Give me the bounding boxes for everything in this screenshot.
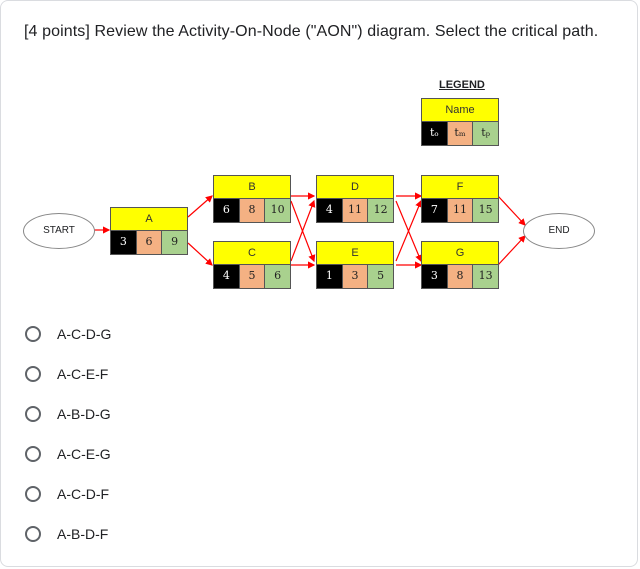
legend-box: Name tₒ tₘ tₚ: [421, 98, 499, 146]
radio-icon[interactable]: [25, 526, 41, 542]
option-label: A-C-E-F: [57, 366, 109, 382]
option-4[interactable]: A-C-E-G: [25, 434, 111, 474]
radio-icon[interactable]: [25, 406, 41, 422]
arrow-e-f: [395, 199, 423, 262]
legend-to: tₒ: [422, 122, 447, 145]
option-6[interactable]: A-B-D-F: [25, 514, 111, 554]
question-title: [4 points] Review the Activity-On-Node (…: [24, 23, 599, 40]
arrow-f-end: [497, 195, 526, 226]
option-3[interactable]: A-B-D-G: [25, 394, 111, 434]
option-label: A-C-D-F: [57, 486, 110, 502]
radio-icon[interactable]: [25, 366, 41, 382]
legend-name: Name: [421, 98, 499, 122]
legend-tp: tₚ: [472, 122, 499, 145]
arrow-a-c: [187, 242, 213, 266]
arrow-a-b: [187, 195, 213, 218]
option-2[interactable]: A-C-E-F: [25, 354, 111, 394]
diagram-arrows: [93, 192, 526, 269]
option-label: A-B-D-F: [57, 526, 109, 542]
legend-title: LEGEND: [439, 79, 485, 91]
arrow-c-d: [290, 199, 316, 262]
option-label: A-C-E-G: [57, 446, 111, 462]
option-1[interactable]: A-C-D-G: [25, 314, 111, 354]
radio-icon[interactable]: [25, 446, 41, 462]
radio-icon[interactable]: [25, 486, 41, 502]
option-label: A-C-D-G: [57, 326, 112, 342]
end-node: END: [523, 213, 595, 249]
option-5[interactable]: A-C-D-F: [25, 474, 111, 514]
legend-tm: tₘ: [446, 122, 473, 145]
arrow-g-end: [497, 235, 526, 266]
start-node: START: [23, 213, 95, 249]
radio-icon[interactable]: [25, 326, 41, 342]
answer-options: A-C-D-G A-C-E-F A-B-D-G A-C-E-G A-C-D-F …: [25, 314, 111, 554]
option-label: A-B-D-G: [57, 406, 111, 422]
